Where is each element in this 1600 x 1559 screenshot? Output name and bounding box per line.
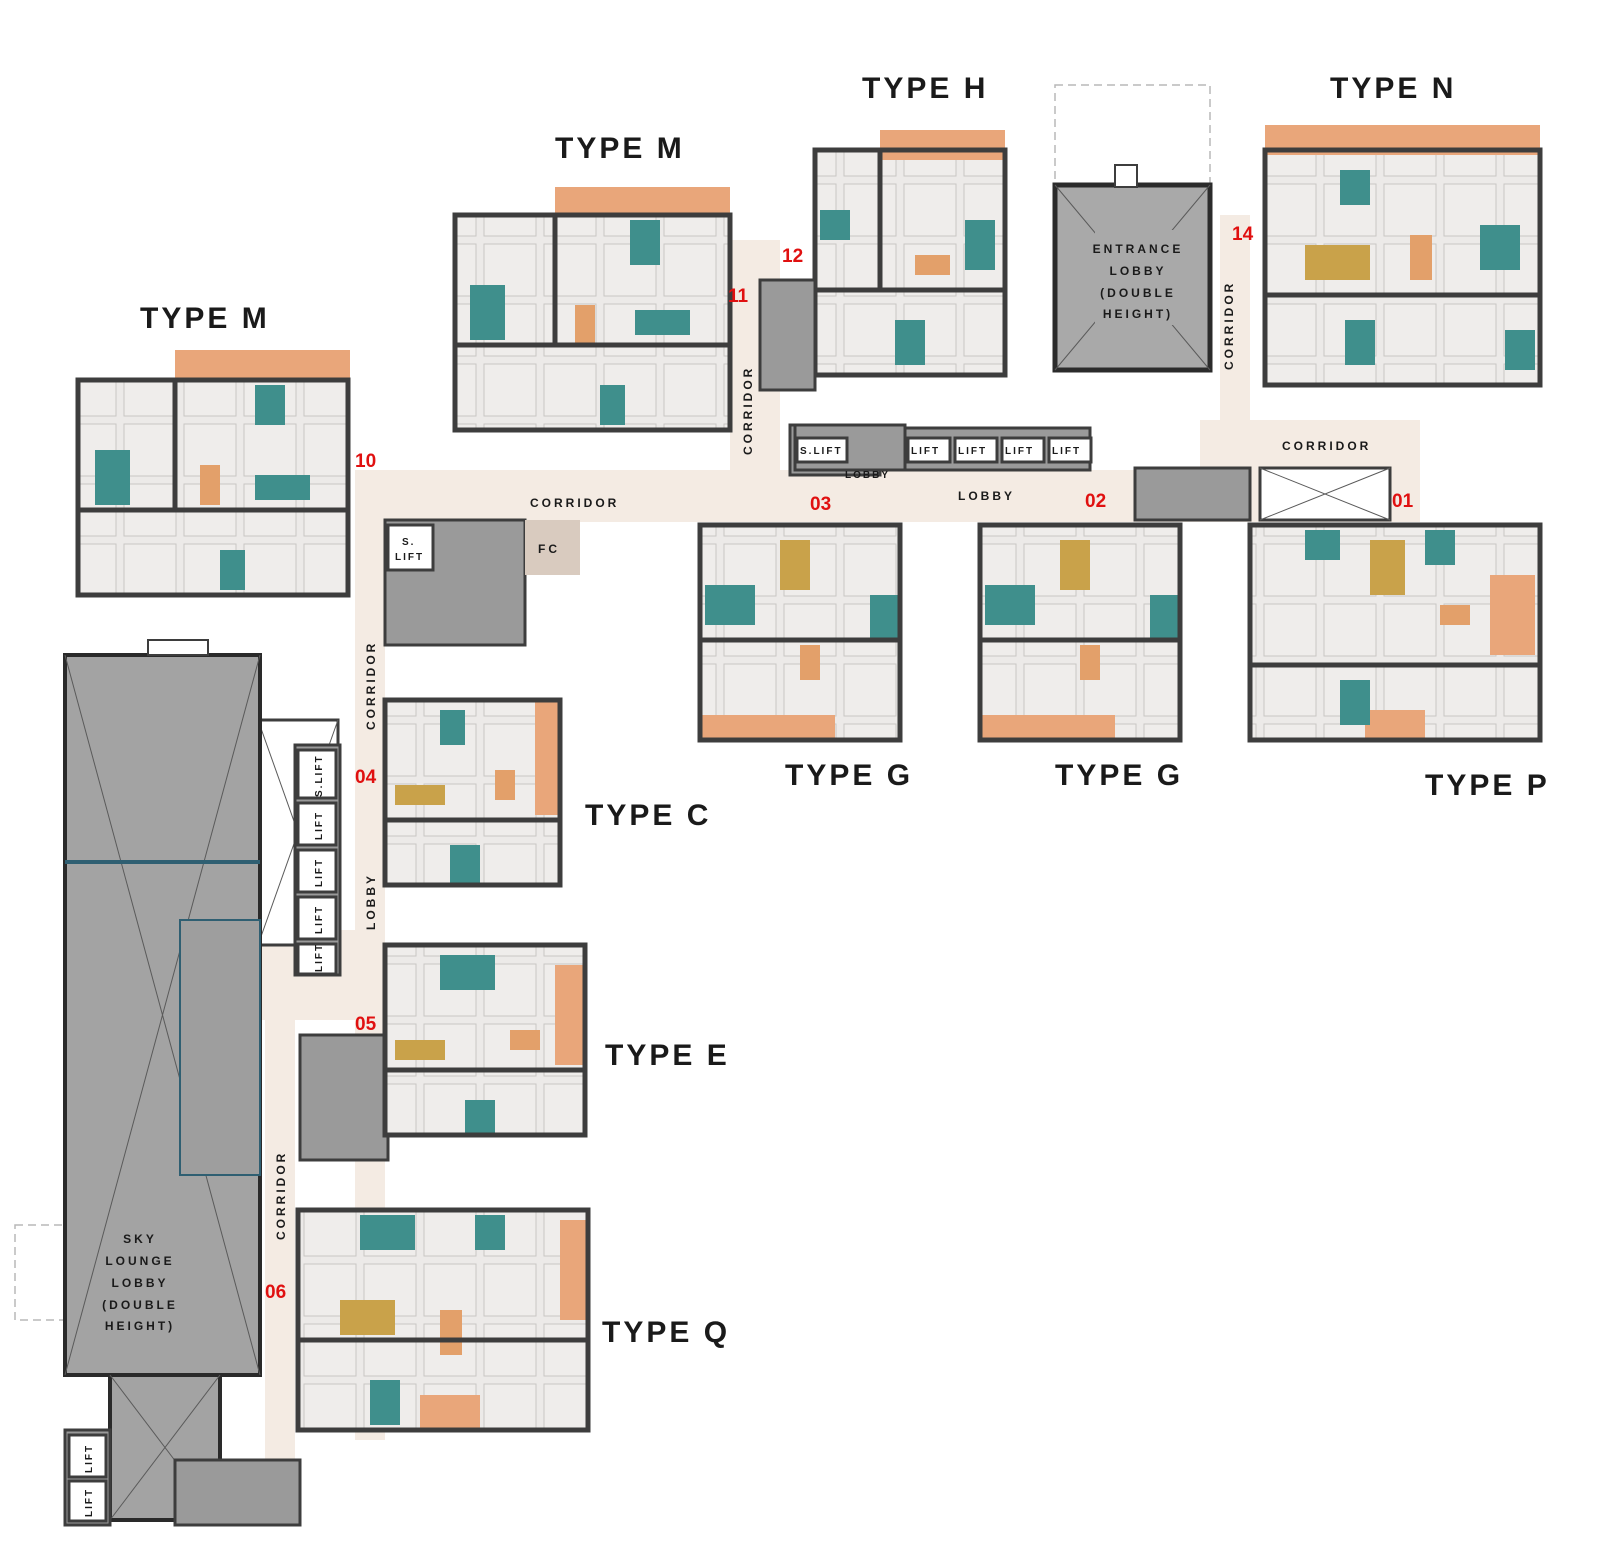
type-m-left-title: TYPE M bbox=[140, 302, 270, 335]
unit-block-type-g-1 bbox=[697, 522, 903, 743]
corridor-label-east: CORRIDOR bbox=[1282, 439, 1371, 453]
entrance-lobby-line-1: ENTRANCE bbox=[1093, 242, 1184, 256]
corridor-label-west: CORRIDOR bbox=[364, 641, 378, 730]
lobby-label-main: LOBBY bbox=[958, 489, 1015, 503]
lobby-label-west: LOBBY bbox=[364, 873, 378, 930]
fc-label: FC bbox=[538, 542, 560, 556]
unit-number-05: 05 bbox=[355, 1014, 377, 1035]
sky-lift-label-1: LIFT bbox=[84, 1444, 95, 1473]
lift-label-2: LIFT bbox=[958, 446, 987, 457]
side-service-lift-label: S.LIFT bbox=[314, 754, 325, 797]
unit-block-type-p bbox=[1247, 522, 1543, 743]
unit-number-02: 02 bbox=[1085, 491, 1106, 512]
main-lift-bank bbox=[793, 423, 1093, 472]
unit-number-11: 11 bbox=[728, 286, 749, 307]
entrance-lobby-line-3: (DOUBLE bbox=[1100, 286, 1176, 300]
unit-number-10: 10 bbox=[355, 451, 376, 472]
sky-lounge-line-2: LOUNGE bbox=[105, 1254, 174, 1268]
lift-label-3: LIFT bbox=[1005, 446, 1034, 457]
type-n-title: TYPE N bbox=[1330, 72, 1456, 105]
service-lift-label-west-2: LIFT bbox=[395, 552, 424, 563]
unit-number-04: 04 bbox=[355, 767, 377, 788]
type-p-title: TYPE P bbox=[1425, 769, 1550, 802]
type-g-1-title: TYPE G bbox=[785, 759, 913, 792]
unit-block-type-c bbox=[382, 697, 563, 888]
entrance-lobby bbox=[1052, 84, 1213, 373]
sky-lounge-lobby bbox=[14, 639, 302, 1527]
unit-block-type-m-top bbox=[452, 187, 733, 433]
side-lift-label-3: LIFT bbox=[314, 905, 325, 934]
side-lift-label-1: LIFT bbox=[314, 811, 325, 840]
unit-number-03: 03 bbox=[810, 494, 831, 515]
corridor-label-north: CORRIDOR bbox=[741, 366, 755, 455]
sky-lounge-line-5: HEIGHT) bbox=[105, 1319, 175, 1333]
corridor-label-northeast: CORRIDOR bbox=[1222, 281, 1236, 370]
stair-core-east bbox=[1133, 466, 1392, 522]
stair-core-west bbox=[298, 1033, 390, 1162]
sky-lounge-line-4: (DOUBLE bbox=[102, 1298, 178, 1312]
entrance-lobby-line-4: HEIGHT) bbox=[1103, 307, 1173, 321]
type-h-title: TYPE H bbox=[862, 72, 988, 105]
type-e-title: TYPE E bbox=[605, 1039, 730, 1072]
lobby-label-north: LOBBY bbox=[845, 470, 890, 481]
sky-lift-label-2: LIFT bbox=[84, 1488, 95, 1517]
unit-block-type-e bbox=[382, 942, 588, 1138]
unit-block-type-m-left bbox=[75, 350, 351, 598]
unit-block-type-g-2 bbox=[977, 522, 1183, 743]
lift-label-1: LIFT bbox=[911, 446, 940, 457]
unit-block-type-q bbox=[295, 1207, 591, 1433]
corridor-label-southwest: CORRIDOR bbox=[274, 1151, 288, 1240]
corridor-label-main: CORRIDOR bbox=[530, 496, 619, 510]
service-lift-label-west-1: S. bbox=[402, 537, 415, 548]
unit-number-06: 06 bbox=[265, 1282, 286, 1303]
unit-block-type-h bbox=[812, 130, 1008, 378]
type-q-title: TYPE Q bbox=[602, 1316, 730, 1349]
side-lift-label-2: LIFT bbox=[314, 858, 325, 887]
type-g-2-title: TYPE G bbox=[1055, 759, 1183, 792]
unit-block-type-n bbox=[1262, 125, 1543, 388]
sky-lounge-line-1: SKY bbox=[123, 1232, 157, 1246]
service-lift-label-north: S.LIFT bbox=[800, 446, 843, 457]
type-c-title: TYPE C bbox=[585, 799, 711, 832]
lift-label-4: LIFT bbox=[1052, 446, 1081, 457]
sky-lounge-line-3: LOBBY bbox=[112, 1276, 169, 1290]
unit-number-01: 01 bbox=[1392, 491, 1414, 512]
side-lift-bank bbox=[293, 743, 342, 977]
unit-number-12: 12 bbox=[782, 246, 803, 267]
side-lift-label-4: LIFT bbox=[314, 943, 325, 972]
type-m-top-title: TYPE M bbox=[555, 132, 685, 165]
entrance-lobby-line-2: LOBBY bbox=[1110, 264, 1167, 278]
unit-number-14: 14 bbox=[1232, 224, 1254, 245]
